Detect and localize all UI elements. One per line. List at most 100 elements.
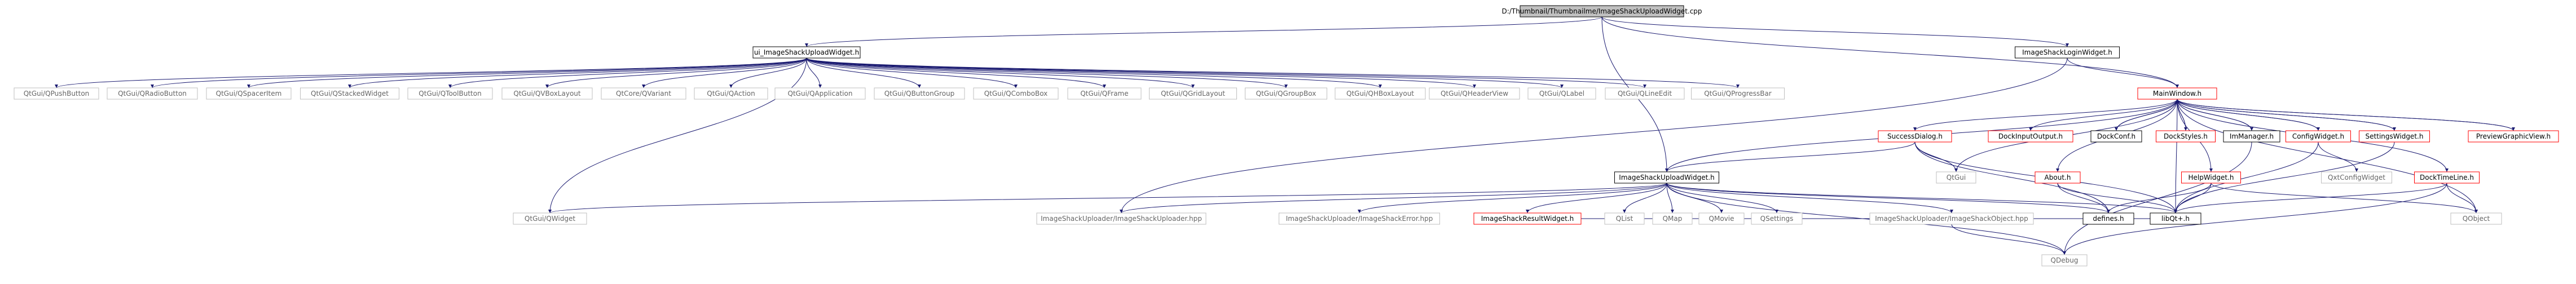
arrowhead-ui_upload-to-gridlayout bbox=[1191, 85, 1195, 88]
node-combobox: QtGui/QComboBox bbox=[973, 87, 1059, 100]
node-uploadwidget[interactable]: ImageShackUploadWidget.h bbox=[1614, 171, 1719, 184]
edge-settingswidget-to-mainwindow bbox=[2177, 99, 2395, 131]
node-dockconf[interactable]: DockConf.h bbox=[2090, 130, 2142, 143]
node-libqt[interactable]: libQt+.h bbox=[2150, 212, 2201, 225]
edge-ui_upload-to-lineedit bbox=[806, 57, 1645, 88]
arrowhead-ui_upload-to-vboxlayout bbox=[545, 85, 549, 88]
edge-dockstyles-to-mainwindow bbox=[2177, 99, 2186, 131]
arrowhead-ui_upload-to-application bbox=[818, 85, 822, 88]
edge-ui_upload-to-progressbar bbox=[806, 57, 1738, 88]
edge-ui_upload-to-combobox bbox=[806, 57, 1016, 88]
node-resultwidget[interactable]: ImageShackResultWidget.h bbox=[1473, 212, 1582, 225]
edge-mainwindow-to-successdialog bbox=[1914, 99, 2178, 131]
node-label: QtGui/QLabel bbox=[1527, 87, 1596, 100]
node-box bbox=[973, 87, 1059, 100]
edge-ui_upload-to-radiobutton bbox=[152, 57, 807, 88]
node-box bbox=[2015, 46, 2120, 59]
edge-uploadwidget-to-uploader bbox=[1121, 183, 1667, 214]
node-box bbox=[1691, 87, 1785, 100]
node-box bbox=[1751, 212, 1803, 225]
node-imanager[interactable]: ImManager.h bbox=[2223, 130, 2280, 143]
node-label: QtGui/QGridLayout bbox=[1161, 90, 1225, 97]
node-box bbox=[2223, 130, 2280, 143]
edge-configwidget-to-libqt bbox=[2175, 141, 2319, 214]
arrowhead-uploadwidget-to-libqt bbox=[2174, 210, 2177, 213]
edge-uploadwidget-to-resultwidget bbox=[1527, 183, 1667, 214]
edge-uploadwidget-to-qsettings bbox=[1666, 183, 1777, 214]
node-groupbox: QtGui/QGroupBox bbox=[1245, 87, 1327, 100]
node-box bbox=[1036, 212, 1206, 225]
node-label: ImageShackUploader/ImageShackError.hpp bbox=[1286, 215, 1433, 223]
node-box bbox=[1604, 212, 1645, 225]
node-qxtconfig: QxtConfigWidget bbox=[2321, 171, 2392, 184]
arrowhead-ui_upload-to-spaceritem bbox=[247, 85, 250, 88]
arrowhead-mainwindow-to-configwidget bbox=[2317, 127, 2320, 131]
node-defines[interactable]: defines.h bbox=[2082, 212, 2134, 225]
node-label: ImageShackLoginWidget.h bbox=[2022, 48, 2112, 56]
node-error: ImageShackUploader/ImageShackError.hpp bbox=[1279, 212, 1440, 225]
edge-uploadwidget-to-qmap bbox=[1666, 183, 1673, 214]
node-mainwindow[interactable]: MainWindow.h bbox=[2137, 87, 2217, 100]
edge-mainwindow-to-libqt bbox=[2175, 99, 2178, 214]
node-application: QtGui/QApplication bbox=[774, 87, 866, 100]
node-dockstyles[interactable]: DockStyles.h bbox=[2156, 130, 2216, 143]
edge-ui_upload-to-vboxlayout bbox=[547, 57, 807, 88]
node-box bbox=[2450, 212, 2502, 225]
arrowhead-login-to-mainwindow bbox=[2176, 85, 2179, 88]
node-box bbox=[407, 87, 493, 100]
node-label: ImageShackUploadWidget.h bbox=[1619, 174, 1714, 181]
node-label: QtGui/QWidget bbox=[525, 215, 575, 223]
node-label: QtGui/QButtonGroup bbox=[884, 90, 955, 97]
node-box bbox=[1429, 87, 1520, 100]
arrowhead-uploadwidget-to-defines bbox=[2107, 210, 2110, 213]
edge-previewgraphic-to-mainwindow bbox=[2177, 99, 2514, 131]
node-settingswidget[interactable]: SettingsWidget.h bbox=[2359, 130, 2430, 143]
node-object_hpp: ImageShackUploader/ImageShackObject.hpp bbox=[1869, 212, 2034, 225]
node-lineedit: QtGui/QLineEdit bbox=[1605, 87, 1685, 100]
node-box bbox=[774, 87, 866, 100]
arrowhead-uploadwidget-to-qmovie bbox=[1720, 210, 1723, 213]
node-qobject: QObject bbox=[2450, 212, 2502, 225]
arrowhead-ui_upload-to-buttongroup bbox=[918, 85, 921, 88]
node-root[interactable]: D:/Thumbnail/Thumbnailme/ImageShackUploa… bbox=[1501, 5, 1702, 17]
node-label: QtGui/QLabel bbox=[1539, 90, 1584, 97]
node-configwidget[interactable]: ConfigWidget.h bbox=[2286, 130, 2351, 143]
edge-configwidget-to-mainwindow bbox=[2177, 99, 2319, 131]
node-label: QMap bbox=[1663, 215, 1683, 223]
node-box bbox=[1605, 87, 1685, 100]
edge-ui_upload-to-variant bbox=[643, 57, 807, 88]
node-box bbox=[2359, 130, 2430, 143]
arrowhead-uploadwidget-to-uploader bbox=[1120, 210, 1123, 213]
node-label: QtGui/QToolButton bbox=[419, 90, 481, 97]
arrowhead-mainwindow-to-successdialog bbox=[1913, 127, 1917, 131]
arrowhead-mainwindow-to-helpwidget bbox=[2209, 168, 2213, 172]
node-helpwidget[interactable]: HelpWidget.h bbox=[2181, 171, 2241, 184]
node-box bbox=[1698, 212, 1745, 225]
edge-uploadwidget-to-error bbox=[1359, 183, 1667, 214]
node-qmovie: QMovie bbox=[1698, 212, 1745, 225]
node-ui_upload[interactable]: ui_ImageShackUploadWidget.h bbox=[752, 46, 861, 59]
node-label: QtGui/QAction bbox=[707, 90, 755, 97]
node-previewgraphic[interactable]: PreviewGraphicView.h bbox=[2468, 130, 2559, 143]
node-label: D:/Thumbnail/Thumbnailme/ImageShackUploa… bbox=[1501, 7, 1702, 15]
node-successdialog[interactable]: SuccessDialog.h bbox=[1878, 130, 1952, 143]
arrowhead-ui_upload-to-frame bbox=[1103, 85, 1106, 88]
edge-ui_upload-to-application bbox=[806, 57, 821, 88]
node-label: QSettings bbox=[1760, 215, 1794, 223]
node-docktimeline[interactable]: DockTimeLine.h bbox=[2414, 171, 2480, 184]
node-box bbox=[300, 87, 399, 100]
arrowhead-ui_upload-to-variant bbox=[642, 85, 645, 88]
node-label: QxtConfigWidget bbox=[2328, 174, 2385, 181]
node-box bbox=[1067, 87, 1142, 100]
node-label: DockTimeLine.h bbox=[2420, 174, 2474, 181]
node-buttongroup: QtGui/QButtonGroup bbox=[874, 87, 965, 100]
node-label: QtGui/QPushButton bbox=[24, 90, 90, 97]
node-toolbutton: QtGui/QToolButton bbox=[407, 87, 493, 100]
edge-object_hpp-to-qdebug bbox=[1951, 224, 2065, 255]
arrowhead-ui_upload-to-headerview bbox=[1473, 85, 1476, 88]
node-label: QtGui/QFrame bbox=[1080, 90, 1128, 97]
node-login[interactable]: ImageShackLoginWidget.h bbox=[2015, 46, 2120, 59]
node-about[interactable]: About.h bbox=[2035, 171, 2081, 184]
node-dockinput[interactable]: DockInputOutput.h bbox=[1988, 130, 2073, 143]
node-box bbox=[2156, 130, 2216, 143]
